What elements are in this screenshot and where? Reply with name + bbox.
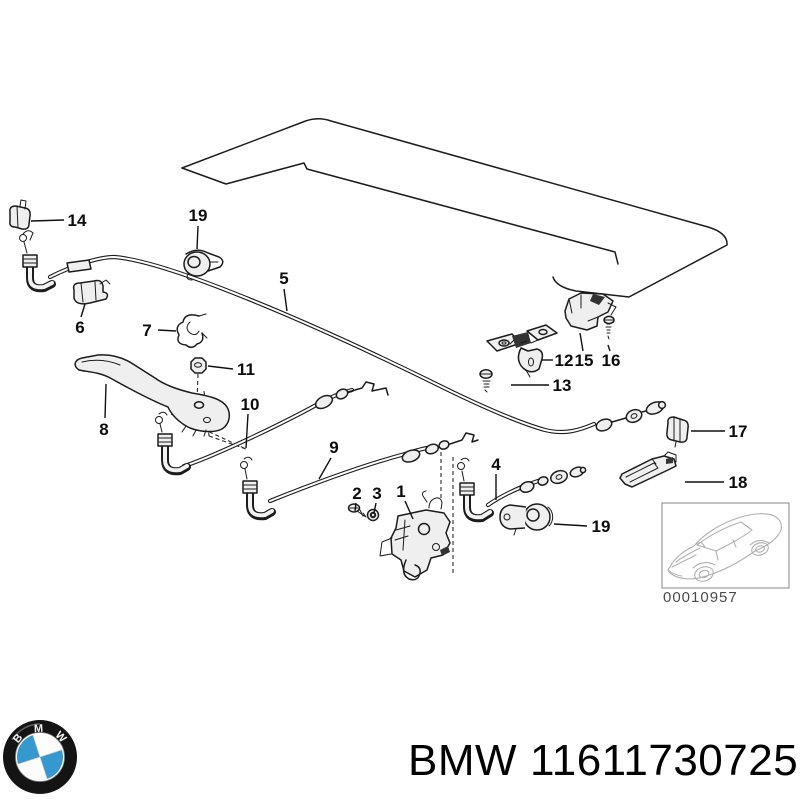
clip-14	[9, 199, 31, 230]
leader-line-15	[579, 332, 584, 352]
footer-number: 11611730725	[530, 736, 799, 785]
part-label-1: 1	[396, 482, 405, 501]
hood-latch-1	[379, 490, 451, 581]
screw-13	[479, 369, 493, 393]
cable-9	[240, 432, 479, 521]
nut-11	[190, 357, 207, 374]
part-label-14: 14	[68, 211, 87, 230]
car-position-inset: 00010957	[661, 502, 790, 606]
clip-7	[176, 313, 208, 348]
leader-line-1	[404, 500, 414, 520]
logo-letter-m: M	[34, 723, 44, 735]
cable-5-left-elbow	[19, 230, 56, 293]
leader-line-19-bottom	[553, 523, 588, 527]
part-label-6: 6	[75, 318, 84, 337]
leader-line-19-top	[196, 225, 199, 250]
part-label-5: 5	[279, 269, 288, 288]
part-label-11: 11	[237, 360, 255, 379]
cable-4	[457, 457, 587, 523]
part-label-19-top: 19	[189, 206, 208, 225]
leader-line-9	[318, 457, 332, 480]
part-label-3: 3	[372, 484, 381, 503]
leader-line-7	[157, 329, 177, 332]
leader-line-3	[373, 502, 377, 514]
part-label-7: 7	[142, 321, 151, 340]
cable-10-elbow	[155, 411, 191, 476]
screw-16	[603, 315, 615, 340]
hood-outline	[181, 118, 728, 298]
inset-code: 00010957	[663, 589, 738, 606]
leader-line-2	[354, 502, 357, 512]
logo-quadrant-blue-tl	[17, 735, 40, 765]
part-label-16: 16	[602, 351, 621, 370]
part-label-15: 15	[575, 351, 594, 370]
leader-line-10	[245, 413, 249, 449]
part-label-17: 17	[729, 422, 748, 441]
leader-line-14	[30, 219, 65, 222]
part-label-19-bottom: 19	[592, 517, 611, 536]
cable-5-end-fittings	[595, 400, 667, 432]
wedge-18	[619, 451, 677, 488]
part-label-2: 2	[352, 484, 361, 503]
logo-quadrant-white-tr	[32, 734, 62, 757]
cable-4-elbow	[457, 457, 494, 523]
cable-9-elbow	[240, 456, 276, 521]
cable-5	[19, 230, 667, 435]
part-label-8: 8	[99, 420, 108, 439]
roller-19-bottom	[499, 503, 554, 536]
clip-6	[72, 279, 111, 305]
screw-2	[347, 503, 367, 518]
clip-19-top	[183, 249, 224, 281]
logo-quadrant-white-bl	[18, 757, 48, 780]
logo-quadrants	[17, 734, 64, 780]
part-label-12: 12	[555, 351, 574, 370]
footer-brand: BMW	[408, 736, 518, 785]
part-label-13: 13	[553, 376, 572, 395]
bmw-logo: B M W	[3, 720, 77, 794]
release-handle-8	[74, 354, 231, 437]
cable-10	[155, 381, 389, 476]
grommet-3	[366, 508, 380, 522]
inset-frame	[661, 502, 790, 589]
bracket-15	[564, 292, 617, 331]
leader-line-6	[80, 303, 86, 318]
leader-line-8	[104, 383, 107, 419]
part-label-18: 18	[729, 473, 748, 492]
logo-quadrant-blue-br	[40, 749, 64, 779]
part-label-4: 4	[491, 455, 501, 474]
leader-line-5	[283, 288, 288, 312]
part-label-10: 10	[241, 395, 260, 414]
clip-17	[666, 416, 689, 448]
leader-line-11	[207, 365, 234, 370]
leader-line-16	[607, 344, 611, 352]
bracket-12	[486, 324, 558, 378]
car-sketch	[667, 513, 782, 582]
part-label-9: 9	[329, 438, 338, 457]
